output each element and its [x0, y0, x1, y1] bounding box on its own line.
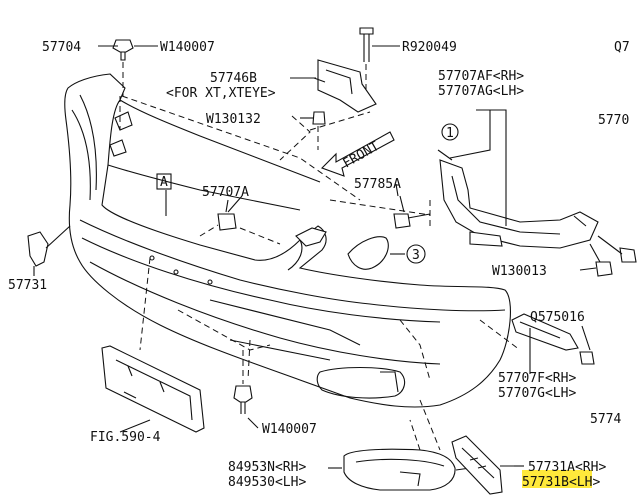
label-57707g: 57707G<LH>	[498, 386, 576, 401]
label-57707ag: 57707AG<LH>	[438, 84, 524, 99]
box-a-frame	[156, 173, 172, 190]
label-57731b: 57731B<LH>	[522, 475, 600, 490]
side-bracket-57707af-shape	[437, 149, 637, 263]
clip-57731-shape	[27, 225, 71, 276]
label-84953n: 84953N<RH>	[228, 460, 306, 475]
label-q-cut: Q7	[614, 40, 630, 55]
label-front: FRONT	[341, 139, 383, 172]
label-w140007-top: W140007	[160, 40, 215, 55]
label-w130013: W130013	[492, 264, 547, 279]
fog-lamp-cover-shape	[343, 419, 471, 491]
bolt-57785a	[393, 195, 431, 229]
label-57731: 57731	[8, 278, 47, 293]
leader-lines	[98, 45, 531, 469]
label-849530: 849530<LH>	[228, 475, 306, 490]
label-q575016: Q575016	[530, 310, 585, 325]
bracket-57746b-shape	[313, 59, 377, 113]
label-57707af: 57707AF<RH>	[438, 69, 524, 84]
label-circle-3: 3	[412, 248, 420, 263]
label-fig590: FIG.590-4	[90, 430, 161, 445]
cover-part-circle3-shape	[347, 236, 405, 270]
bumper-guide-lines	[119, 95, 521, 451]
nut-w130013	[579, 243, 613, 277]
clip-w140007-top	[112, 39, 158, 96]
license-plate-bracket-shape	[101, 345, 205, 433]
part-highlight	[522, 470, 592, 488]
label-xt-note: <FOR XT,XTEYE>	[166, 86, 276, 101]
label-5774-cut: 5774	[590, 412, 621, 427]
label-57707f: 57707F<RH>	[498, 371, 576, 386]
circle-3-frame	[406, 244, 426, 264]
label-w140007-bottom: W140007	[262, 422, 317, 437]
label-57731a: 57731A<RH>	[528, 460, 606, 475]
clip-w140007-bottom	[233, 350, 259, 429]
bracket-57707a-shape	[217, 199, 237, 231]
label-57785a: 57785A	[354, 177, 401, 192]
label-r920049: R920049	[402, 40, 457, 55]
front-arrow	[321, 131, 395, 177]
label-w130132: W130132	[206, 112, 261, 127]
bumper-cover-shape	[64, 73, 511, 408]
label-57704: 57704	[42, 40, 81, 55]
label-57746b: 57746B	[210, 71, 257, 86]
label-57707a: 57707A	[202, 185, 249, 200]
label-circle-1: 1	[446, 126, 454, 141]
bracket-q575016-shape	[511, 313, 595, 365]
label-box-a: A	[160, 175, 168, 190]
side-piece-57731a-shape	[451, 435, 522, 495]
circle-1-frame	[441, 123, 459, 141]
clip-w130132	[300, 111, 326, 150]
label-5770-cut: 5770	[598, 113, 629, 128]
